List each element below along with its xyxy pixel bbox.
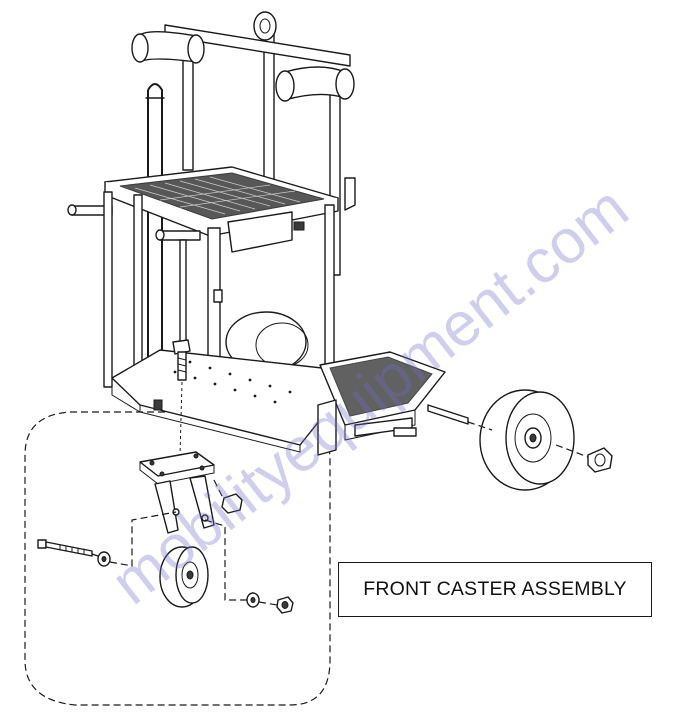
caster-top-nut xyxy=(221,493,243,514)
caster-wheel xyxy=(159,546,209,608)
caster-spacer-right xyxy=(246,592,260,608)
caster-axle-nut xyxy=(276,596,294,614)
caster-spacer-left xyxy=(97,551,111,567)
right-headrest-pad xyxy=(275,66,355,102)
rear-wheel xyxy=(479,389,575,491)
assembly-label: FRONT CASTER ASSEMBLY xyxy=(363,578,627,600)
main-mast xyxy=(103,191,335,414)
left-headrest-pad xyxy=(131,31,205,64)
caster-axle-bolt xyxy=(37,539,93,557)
upper-frame xyxy=(131,11,355,405)
rear-axle-nut xyxy=(587,447,613,473)
upper-platform xyxy=(67,166,356,253)
caster-fork xyxy=(154,475,215,534)
caster-mount-bolt xyxy=(172,339,191,381)
base-frame xyxy=(111,311,469,456)
assembly-label-box: FRONT CASTER ASSEMBLY xyxy=(338,562,652,617)
